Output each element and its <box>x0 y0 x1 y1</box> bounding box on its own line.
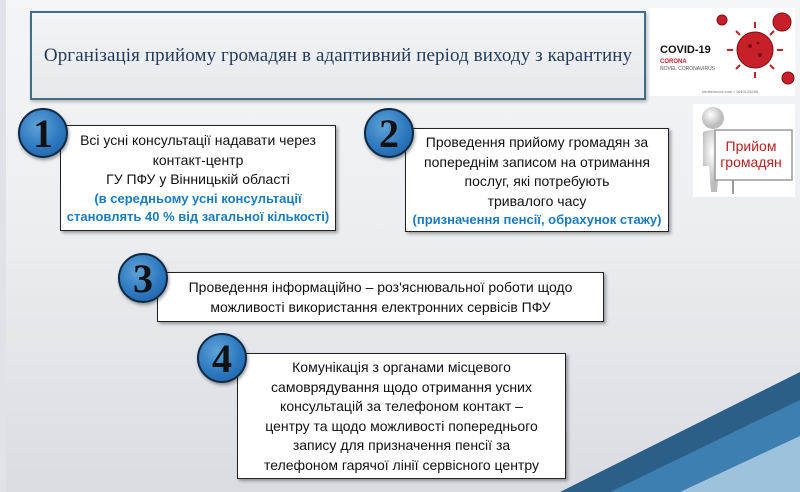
covid-sub1: CORONA <box>660 59 687 65</box>
item-1-number-badge: 1 <box>18 108 68 158</box>
page-title: Організація прийому громадян в адаптивни… <box>43 44 633 66</box>
item-1-highlight-2: становлять 40 % від загальної кількості) <box>66 208 330 224</box>
item-3-number-badge: 3 <box>118 253 168 303</box>
item-4-line-3: консультацій за телефоном контакт – <box>280 398 523 414</box>
item-4-line-1: Комунікація з органами місцевого <box>292 359 511 375</box>
item-4-line-5: запису для призначення пенсії за <box>292 437 511 453</box>
item-1-box: Всі усні консультації надавати через кон… <box>60 125 336 231</box>
item-2-highlight-1: (призначення пенсії, обрахунок стажу) <box>412 212 662 227</box>
covid-credit: shutterstock.com • 1640125288 <box>702 89 759 94</box>
title-box: Організація прийому громадян в адаптивни… <box>30 11 646 100</box>
covid-sub2: NOVEL CORONAVIRUS <box>660 66 716 72</box>
item-2-box: Проведення прийому громадян за попередні… <box>405 128 669 232</box>
item-1-line-2: контакт-центр <box>152 151 244 168</box>
figure-with-sign <box>693 104 795 197</box>
item-3-line-2: можливості використання електронних серв… <box>210 298 551 315</box>
sign-line-2: громадян <box>720 154 782 170</box>
item-4-number-badge: 4 <box>197 333 247 383</box>
item-2-line-3: послуг, які потребують <box>464 173 610 189</box>
person-icon <box>702 107 793 194</box>
item-1-line-1: Всі усні консультації надавати через <box>80 132 316 148</box>
item-4-line-6: телефоном гарячої лінії сервісного центр… <box>264 456 539 473</box>
item-2-number-badge: 2 <box>364 108 414 158</box>
item-1-highlight-1: (в середньому усні консультації <box>94 190 302 206</box>
virus-icon <box>716 12 795 85</box>
covid-label: COVID-19 <box>660 44 711 56</box>
sign-text: Прийом громадян <box>716 138 786 170</box>
item-3-line-1: Проведення інформаційно – роз'яснювально… <box>188 279 573 295</box>
item-2-line-1: Проведення прийому громадян за <box>425 134 649 150</box>
item-2-line-2: попереднім записом на отримання <box>424 153 650 170</box>
item-1-line-3: ГУ ПФУ у Вінницькій області <box>106 171 290 187</box>
item-2-line-4: тривалого часу <box>487 192 587 209</box>
sign-line-1: Прийом <box>725 138 777 154</box>
item-4-line-2: самоврядування щодо отримання усних <box>271 378 532 395</box>
left-stripe <box>0 0 6 492</box>
item-3-box: Проведення інформаційно – роз'яснювально… <box>157 272 604 322</box>
item-4-box: Комунікація з органами місцевого самовря… <box>237 353 566 479</box>
covid-image: COVID-19 CORONA NOVEL CORONAVIRUS shutte… <box>650 8 795 96</box>
item-4-line-4: центру та щодо можливості попереднього <box>265 417 538 434</box>
